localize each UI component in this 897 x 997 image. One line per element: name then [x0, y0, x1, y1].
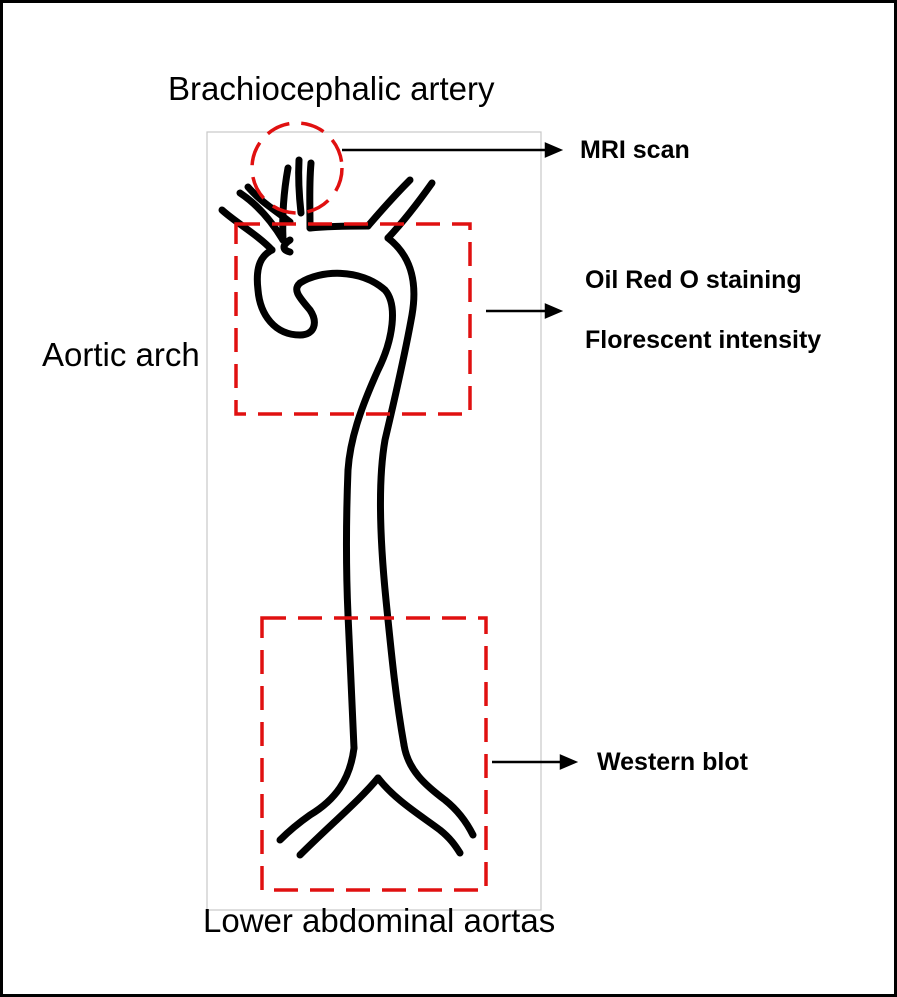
western-arrow-head — [561, 756, 575, 768]
abdominal-region-box — [262, 618, 486, 890]
brachiocephalic-label: Brachiocephalic artery — [168, 70, 495, 108]
oil-red-label: Oil Red O staining — [585, 266, 802, 295]
highlight-regions — [236, 123, 486, 890]
western-blot-label: Western blot — [597, 748, 748, 777]
aorta-drawing — [222, 160, 473, 855]
aortic-arch-label: Aortic arch — [42, 336, 200, 374]
arch-arrow-head — [546, 305, 560, 317]
lower-abdominal-label: Lower abdominal aortas — [203, 902, 555, 940]
mri-scan-label: MRI scan — [580, 136, 690, 165]
aorta-panel — [207, 132, 541, 910]
arrows — [342, 144, 575, 768]
fluorescent-label: Florescent intensity — [585, 326, 821, 355]
mri-arrow-head — [546, 144, 560, 156]
